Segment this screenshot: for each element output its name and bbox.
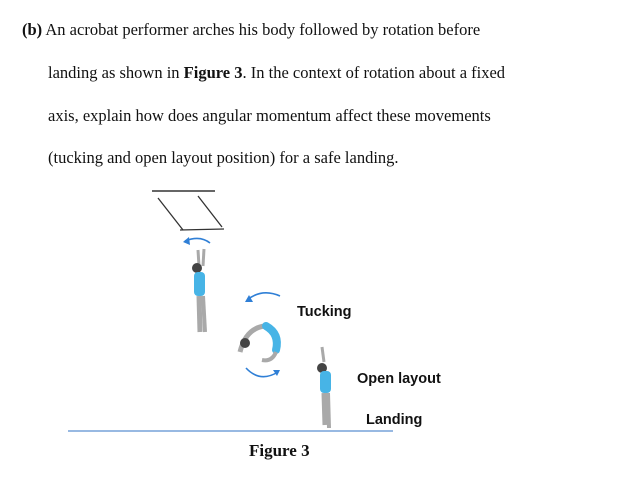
label-open-layout: Open layout xyxy=(357,371,441,387)
rotation-arrow-tuck-bottom xyxy=(245,367,279,378)
question-line-4: (tucking and open layout position) for a… xyxy=(48,148,399,167)
figure-caption: Figure 3 xyxy=(249,441,310,460)
label-landing: Landing xyxy=(366,412,423,428)
acrobat-open-layout xyxy=(317,346,331,429)
acrobat-figure xyxy=(68,190,393,432)
label-tucking: Tucking xyxy=(297,304,352,320)
question-line-3: axis, explain how does angular momentum … xyxy=(48,106,491,125)
question-text-2b: . In the context of rotation about a fix… xyxy=(242,63,506,82)
figure-reference: Figure 3 xyxy=(183,63,243,82)
question-text-2a: landing as shown in xyxy=(48,63,184,82)
question-line-1: (b) An acrobat performer arches his body… xyxy=(22,20,480,40)
question-text-1: An acrobat performer arches his body fol… xyxy=(45,20,481,39)
acrobat-arched xyxy=(192,248,207,333)
acrobat-tucked xyxy=(237,322,281,363)
rotation-arrow-tuck-top xyxy=(246,292,281,301)
platform xyxy=(152,190,225,231)
question-label: (b) xyxy=(22,20,43,39)
question-line-2: landing as shown in Figure 3. In the con… xyxy=(48,63,505,83)
